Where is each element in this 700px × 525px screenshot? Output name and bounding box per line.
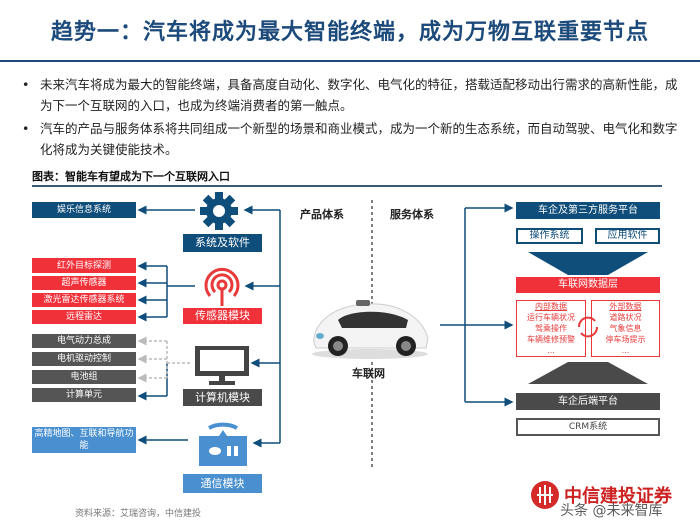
entertainment-box: 娱乐信息系统 xyxy=(32,202,136,218)
platform-box: 车企及第三方服务平台 xyxy=(516,202,660,219)
system-software-box: 系统及软件 xyxy=(183,234,262,252)
os-box: 操作系统 xyxy=(516,228,583,244)
data-layer-box: 车联网数据层 xyxy=(516,277,660,293)
internal-data-item: ... xyxy=(547,346,555,355)
logo-mark-icon xyxy=(531,481,559,509)
antenna-icon xyxy=(204,267,240,306)
sensor-item: 远程雷达 xyxy=(32,310,136,324)
bullet-list: 未来汽车将成为最大的智能终端，具备高度自动化、数字化、电气化的特征，搭载适配移动… xyxy=(22,74,682,162)
external-data-item: ... xyxy=(621,346,630,355)
monitor-icon xyxy=(195,346,249,385)
external-data-item: 气象信息 xyxy=(609,324,642,333)
backend-box: 车企后端平台 xyxy=(516,393,660,410)
figure-caption: 图表：智能车有望成为下一个互联网入口 xyxy=(32,170,230,183)
logo-text: 中信建投证券 xyxy=(564,486,672,507)
sensor-item: 超声传感器 xyxy=(32,276,136,290)
external-data-title: 外部数据 xyxy=(609,302,642,311)
bullet-item: 未来汽车将成为最大的智能终端，具备高度自动化、数字化、电气化的特征，搭载适配移动… xyxy=(22,74,682,116)
computing-item: 电池组 xyxy=(32,370,136,384)
page-title: 趋势一：汽车将成为最大智能终端，成为万物互联重要节点 xyxy=(50,20,649,45)
iov-label: 车联网 xyxy=(352,367,385,380)
sensor-module-box: 传感器模块 xyxy=(183,308,262,324)
caption-divider xyxy=(32,185,662,187)
crm-box: CRM系统 xyxy=(516,418,660,436)
car-image xyxy=(312,300,429,359)
computing-item: 电气动力总成 xyxy=(32,334,136,348)
logo: 中信建投证券 xyxy=(530,480,672,510)
service-system-label: 服务体系 xyxy=(390,208,434,221)
gear-icon xyxy=(200,192,238,230)
internal-data-title: 内部数据 xyxy=(535,302,567,311)
internal-data-box: 内部数据 运行车辆状况 驾乘操作 车辆维修预警 ... xyxy=(516,300,586,357)
computing-item: 计算单元 xyxy=(32,388,136,402)
external-data-item: 道路状况 xyxy=(609,313,642,322)
bullet-item: 汽车的产品与服务体系将共同组成一个新型的场景和商业模式，成为一个新的生态系统，而… xyxy=(22,118,682,160)
title-divider xyxy=(0,60,700,62)
apps-box: 应用软件 xyxy=(595,228,660,244)
cycle-arrows-icon xyxy=(577,316,599,338)
sensor-item: 红外目标探测 xyxy=(32,258,136,273)
external-data-item: 停车场提示 xyxy=(605,335,646,344)
communication-icon xyxy=(199,422,247,466)
computer-module-box: 计算机模块 xyxy=(183,389,262,406)
source-note: 资料来源：艾瑞咨询，中信建投 xyxy=(75,509,202,519)
maps-box: 高精地图、互联和导航功能 xyxy=(32,427,136,453)
internal-data-item: 驾乘操作 xyxy=(535,324,567,333)
sensor-item: 激光雷达传感器系统 xyxy=(32,293,136,307)
external-data-box: 外部数据 道路状况 气象信息 停车场提示 ... xyxy=(591,300,660,357)
internal-data-item: 运行车辆状况 xyxy=(527,313,575,322)
internal-data-item: 车辆维修预警 xyxy=(527,335,575,344)
watermark: 头条 @未来智库 xyxy=(560,503,663,519)
comm-module-box: 通信模块 xyxy=(183,474,262,493)
product-system-label: 产品体系 xyxy=(300,208,344,221)
computing-item: 电机驱动控制 xyxy=(32,352,136,366)
